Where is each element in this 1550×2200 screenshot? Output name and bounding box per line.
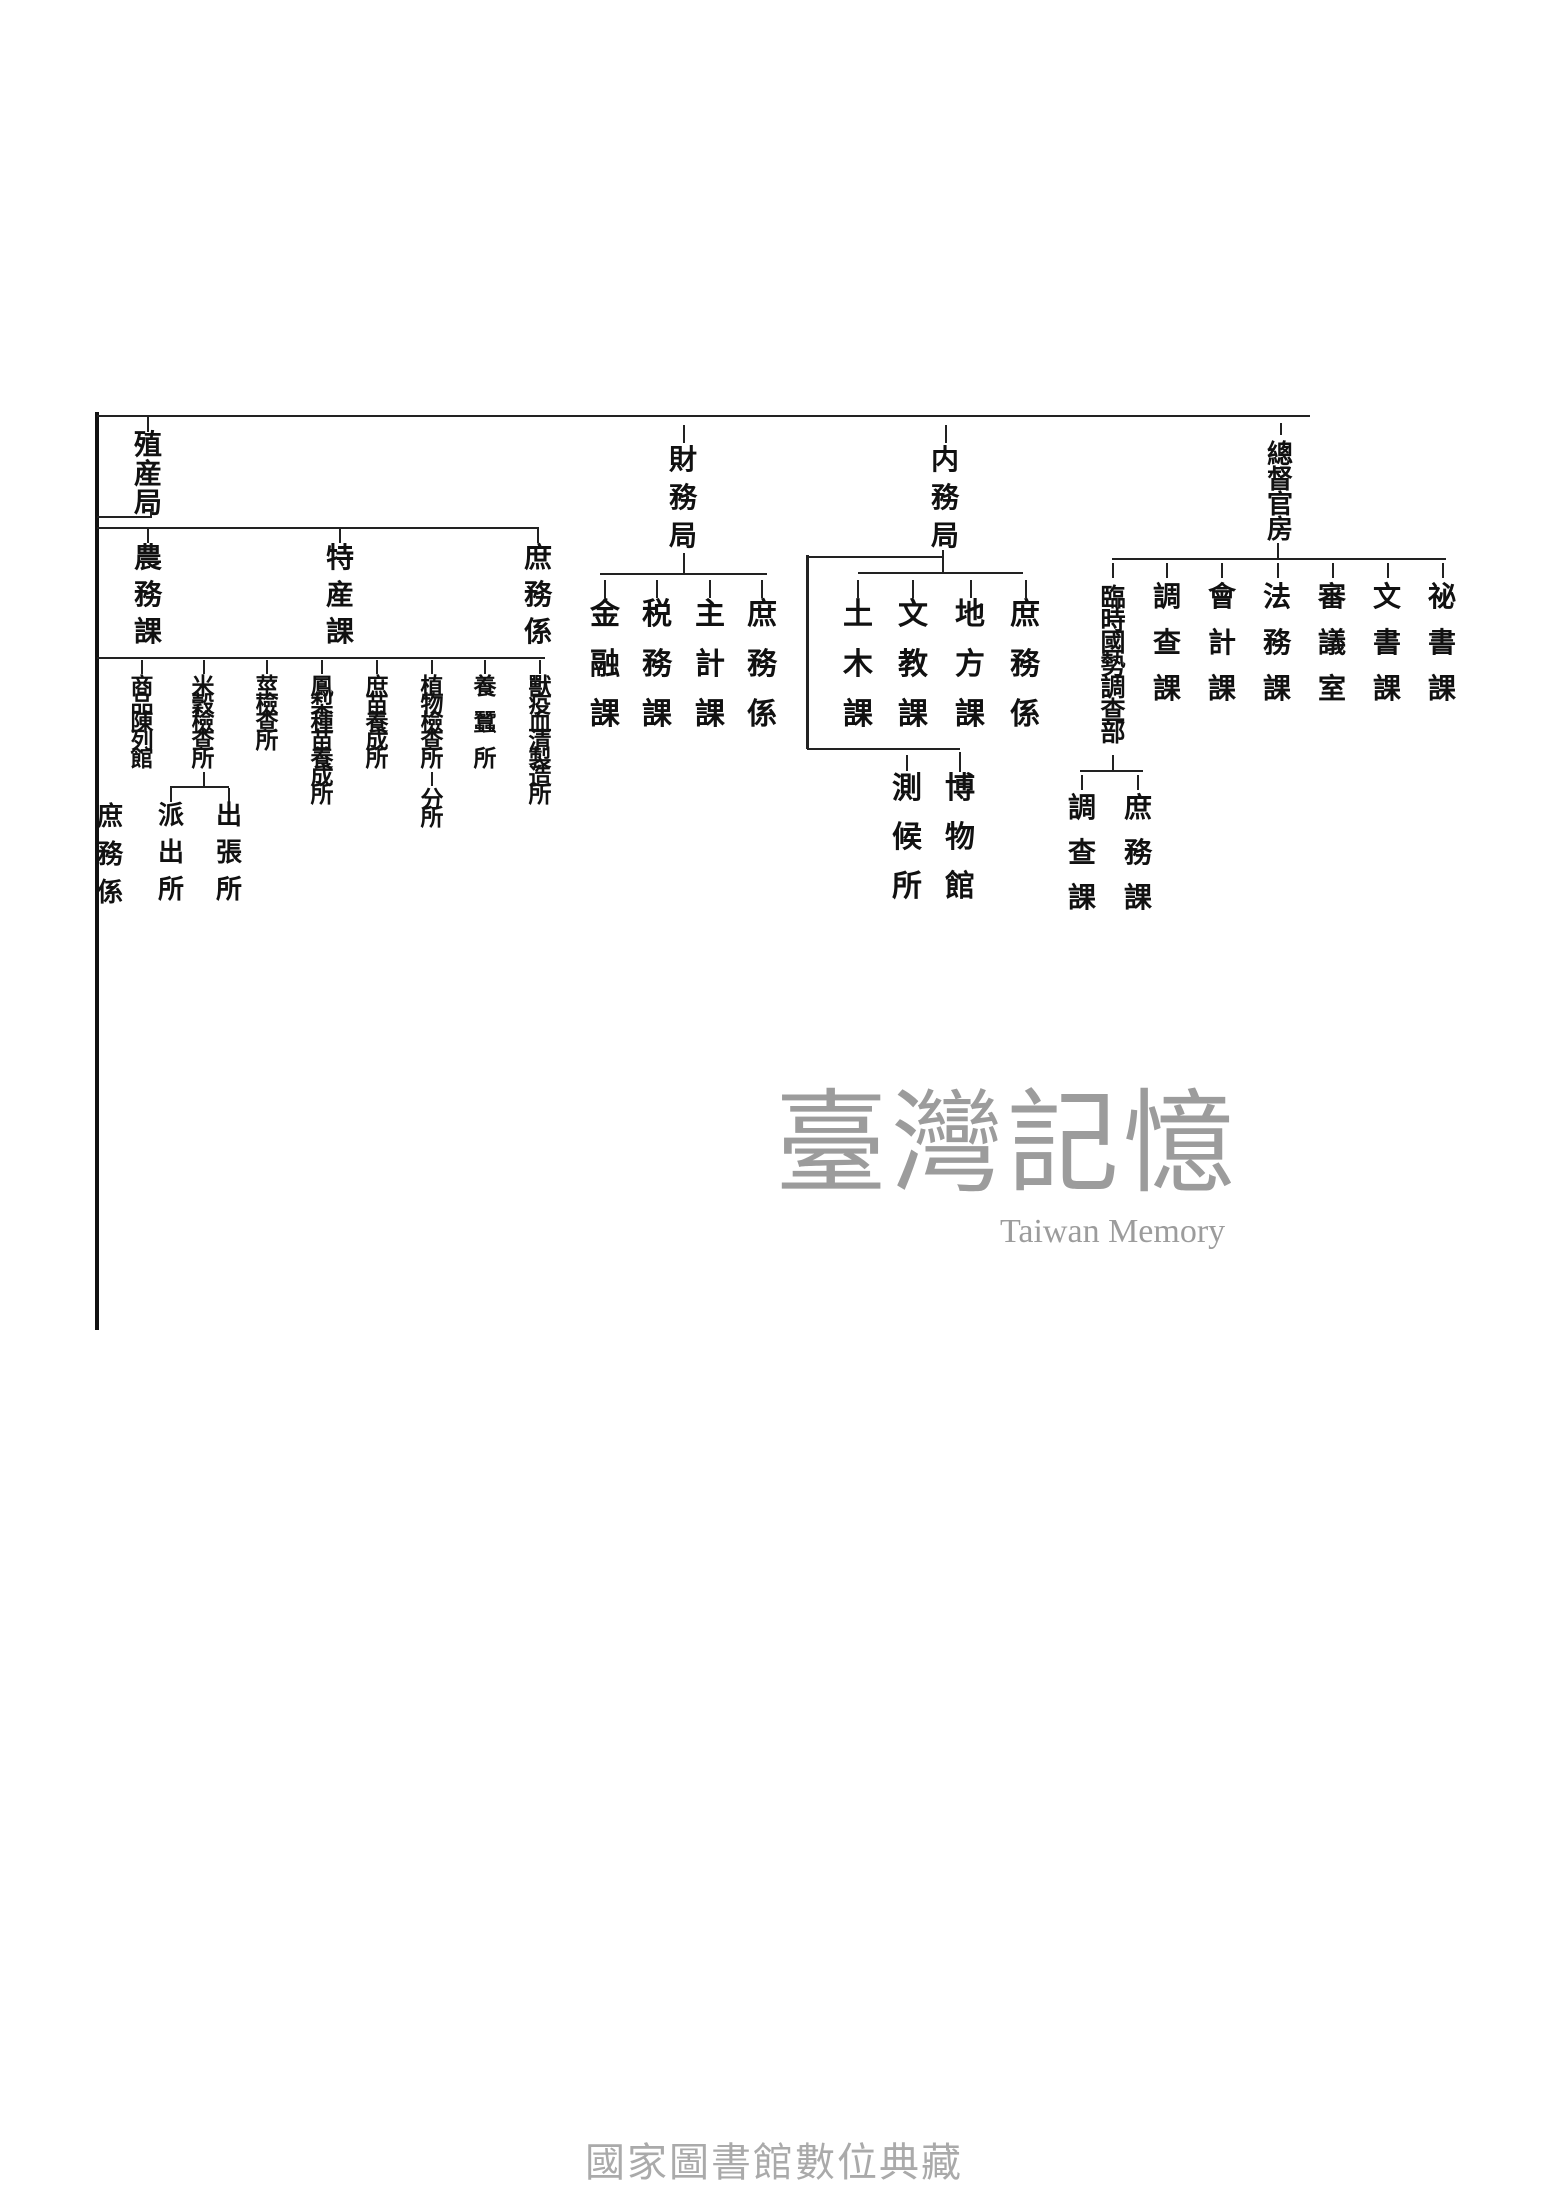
bracket-line [806, 555, 809, 749]
section-shingi: 審議室 [1317, 580, 1346, 705]
tick [1387, 563, 1389, 578]
bureau-naimu: 内務局 [930, 443, 959, 552]
tick [539, 660, 541, 674]
tick [376, 660, 378, 674]
connector-line [1112, 558, 1446, 560]
connector-line [97, 657, 545, 659]
tick [537, 529, 539, 543]
bureau-shokusan: 殖産局 [133, 428, 162, 519]
tick [147, 417, 149, 432]
tick [857, 580, 859, 598]
tick [266, 660, 268, 674]
sub-branch-shutchojo: 出張所 [215, 801, 242, 905]
connector-line [170, 786, 229, 788]
sub-branch-hashutsujo: 派出所 [157, 801, 184, 905]
branch-yosan: 養蠶所 [473, 673, 497, 772]
tick [942, 550, 944, 572]
section-kaikei: 會計課 [1207, 580, 1236, 705]
branch-shohin-chinretsukan: 商品陳列館 [130, 673, 154, 772]
section-rinji-kokusei: 臨時國勢調查部 [1100, 583, 1126, 747]
tick [1280, 423, 1282, 435]
tick [203, 772, 205, 787]
tick [1137, 775, 1139, 790]
top-connector-line [97, 415, 1310, 417]
tick [147, 529, 149, 543]
tick [203, 660, 205, 674]
attached-hakubutsukan: 博物館 [945, 771, 975, 904]
tick [141, 660, 143, 674]
tick [150, 510, 152, 518]
tick [1332, 563, 1334, 578]
tick [1166, 563, 1168, 578]
connector-line [97, 527, 539, 529]
tick [1025, 580, 1027, 598]
watermark-logo: 臺灣記憶 [775, 1079, 1239, 1209]
section-shukei: 主計課 [695, 597, 725, 732]
left-section-shomu: 庶務係 [96, 802, 123, 908]
tick [431, 772, 433, 786]
tick [170, 788, 172, 802]
tick [970, 580, 972, 598]
tick [339, 529, 341, 543]
section-shomu: 庶務係 [523, 541, 552, 648]
tick [906, 755, 908, 771]
section-zeimu: 税務課 [642, 597, 672, 732]
connector-line [600, 573, 767, 575]
connector-line [807, 748, 960, 750]
bureau-sotoku-kanbo: 總督官房 [1266, 440, 1293, 545]
branch-horai-shubyo: 鳳梨種苗養成所 [310, 673, 334, 808]
tick [228, 788, 230, 802]
connector-line [858, 572, 1023, 574]
branch-shobyo-yoseijo: 庶苗養成所 [365, 673, 389, 772]
section-kinyu: 金融課 [590, 597, 620, 732]
tick [604, 580, 606, 598]
tick [1442, 563, 1444, 578]
tick [1112, 755, 1114, 770]
tick [945, 425, 947, 443]
tick [1081, 775, 1083, 790]
section-chosa: 調查課 [1152, 580, 1181, 705]
tick [912, 580, 914, 598]
tick [709, 580, 711, 598]
left-border-line [95, 412, 99, 1330]
tick [484, 660, 486, 674]
tick [656, 580, 658, 598]
branch-shokubutsu-kensajo: 植物檢查所 [420, 673, 444, 772]
tick [431, 660, 433, 674]
bureau-zaimu: 財務局 [668, 443, 697, 552]
tick [1277, 563, 1279, 578]
branch-beikoku-kensajo: 米穀檢查所 [191, 673, 215, 772]
section-bunsho: 文書課 [1372, 580, 1401, 705]
census-section-chosa: 調查課 [1067, 791, 1096, 914]
branch-kensajo: 莖檢查所 [255, 673, 279, 754]
tick [321, 660, 323, 674]
tick [1112, 563, 1114, 578]
section-doboku: 土木課 [843, 597, 873, 732]
tick [1221, 563, 1223, 578]
tick [959, 752, 961, 772]
branch-juueki-kessei: 獸疫血清製造所 [528, 673, 552, 808]
tick [683, 553, 685, 573]
connector-line [1080, 770, 1143, 772]
connector-line [97, 516, 150, 518]
tick [683, 425, 685, 443]
connector-line [807, 556, 942, 558]
section-nomu: 農務課 [133, 541, 162, 648]
section-shomu: 庶務係 [747, 597, 777, 732]
attached-sokkojo: 測候所 [892, 771, 922, 904]
section-shomu: 庶務係 [1010, 597, 1040, 732]
section-bunkyo: 文教課 [898, 597, 928, 732]
tick [761, 580, 763, 598]
sub-branch-bunsho: 分所 [420, 786, 444, 831]
section-chiho: 地方課 [955, 597, 985, 732]
watermark-subtitle: Taiwan Memory [1000, 1213, 1226, 1250]
footer-credit: 國家圖書館數位典藏 [585, 2140, 963, 2186]
tick [1277, 543, 1279, 558]
section-homu: 法務課 [1262, 580, 1291, 705]
census-section-shomu: 庶務課 [1123, 791, 1152, 914]
section-hisho: 祕書課 [1427, 580, 1456, 705]
section-tokusan: 特産課 [325, 541, 354, 648]
